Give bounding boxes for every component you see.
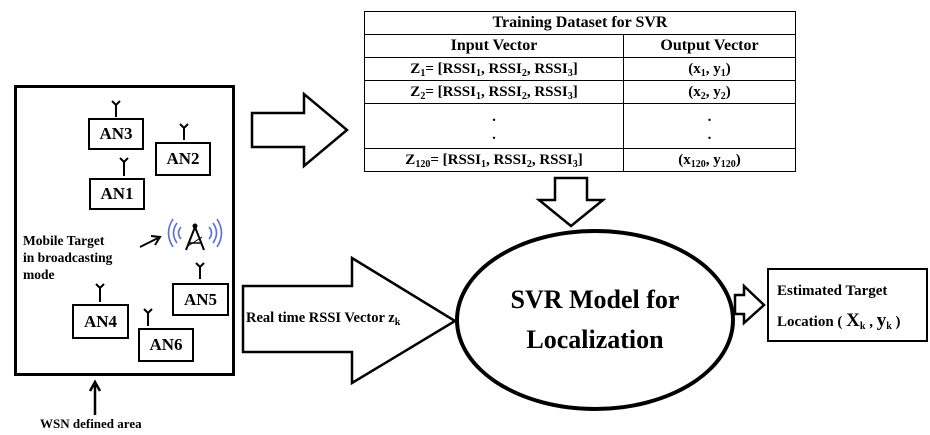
table-row-ellipsis: .. .. [364, 103, 796, 149]
output-vector-cell: (x2, y2) [623, 80, 796, 104]
svr-line-2: Localization [526, 325, 664, 354]
antenna-an3-icon [111, 100, 121, 117]
training-dataset-table: Training Dataset for SVR Input Vector Ou… [364, 11, 796, 172]
broadcast-tower-icon [167, 218, 223, 251]
input-vector-cell: Z1= [RSSI1, RSSI2, RSSI3] [364, 57, 624, 81]
antenna-an6-icon [143, 308, 153, 326]
node-an2: AN2 [155, 142, 211, 176]
node-an4: AN4 [72, 304, 129, 339]
arrow-wsn-to-table [250, 91, 349, 169]
node-an6: AN6 [138, 328, 194, 362]
wsn-area-box [14, 85, 235, 376]
node-an1: AN1 [89, 178, 145, 210]
output-line-2: Location ( Xk , yk ) [777, 310, 901, 332]
svr-model-node: SVR Model for Localization [455, 229, 735, 411]
col-output-header: Output Vector [623, 34, 796, 58]
table-title: Training Dataset for SVR [364, 11, 796, 35]
arrow-table-to-svr [535, 176, 607, 228]
target-pointer-line [139, 237, 159, 248]
antenna-an1-icon [119, 157, 129, 176]
ellipsis-cell: .. [623, 103, 796, 149]
node-an3: AN3 [88, 118, 144, 150]
col-input-header: Input Vector [364, 34, 624, 58]
ellipsis-cell: .. [364, 103, 624, 149]
output-line-1: Estimated Target [777, 283, 888, 299]
table-row: Z1= [RSSI1, RSSI2, RSSI3] (x1, y1) [364, 57, 796, 81]
input-vector-cell: Z2= [RSSI1, RSSI2, RSSI3] [364, 80, 624, 104]
mobile-target-line-3: mode [23, 267, 55, 282]
antenna-an4-icon [95, 283, 105, 302]
wsn-area-caption: WSN defined area [40, 416, 142, 431]
table-row: Z2= [RSSI1, RSSI2, RSSI3] (x2, y2) [364, 80, 796, 104]
wsn-caption-arrow-head [88, 379, 102, 392]
estimated-location-box: Estimated Target Location ( Xk , yk ) [767, 268, 928, 342]
table-row: Z120= [RSSI1, RSSI2, RSSI3] (x120, y120) [364, 148, 796, 172]
svr-line-1: SVR Model for [510, 285, 680, 314]
arrow-svr-output [733, 283, 766, 326]
target-pointer-head [150, 235, 162, 246]
input-vector-cell: Z120= [RSSI1, RSSI2, RSSI3] [364, 148, 624, 172]
output-vector-cell: (x1, y1) [623, 57, 796, 81]
mobile-target-line-1: Mobile Target [23, 233, 105, 248]
mobile-target-line-2: in broadcasting [23, 250, 113, 265]
antenna-an5-icon [195, 262, 205, 279]
antenna-an2-icon [179, 123, 189, 140]
node-an5: AN5 [172, 283, 229, 316]
arrow-input-to-svr [241, 255, 458, 386]
mobile-target-label: Mobile Target in broadcasting mode [23, 232, 112, 283]
output-vector-cell: (x120, y120) [623, 148, 796, 172]
input-arrow-label: Real time RSSI Vector zk [246, 310, 401, 328]
